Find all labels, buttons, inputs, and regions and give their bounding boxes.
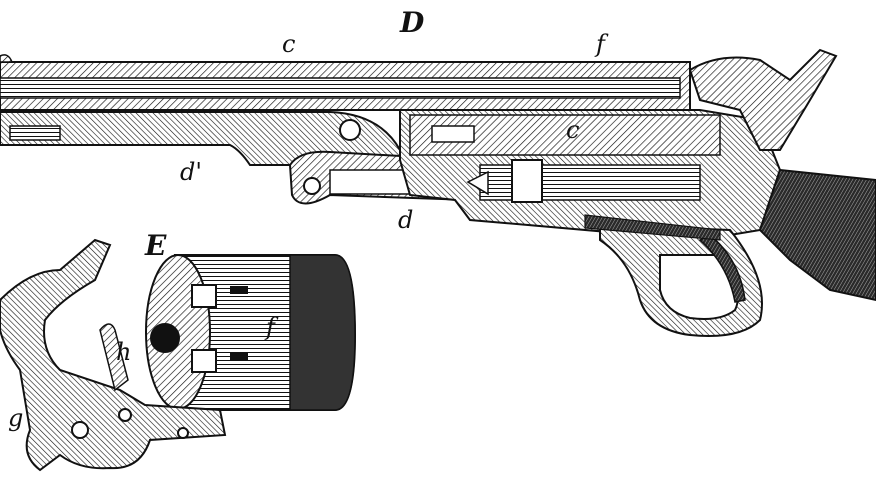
label-f-top: f bbox=[594, 30, 609, 58]
nipple-mark-2 bbox=[230, 352, 248, 360]
label-g: g bbox=[8, 404, 23, 432]
label-d: d bbox=[398, 206, 413, 234]
hammer-detail bbox=[0, 238, 227, 472]
lock-screw-3 bbox=[177, 427, 189, 439]
lock-detail bbox=[0, 238, 227, 472]
front-sight bbox=[0, 54, 14, 63]
rammer-spring bbox=[9, 125, 61, 141]
lock-screw-1 bbox=[71, 421, 89, 439]
cylinder-detail bbox=[145, 254, 357, 411]
cylinder-shade bbox=[289, 254, 356, 411]
hand-pawl bbox=[99, 323, 129, 392]
label-d-prime: d' bbox=[180, 158, 202, 186]
label-E: E bbox=[144, 229, 167, 262]
label-D: D bbox=[399, 6, 425, 39]
hammer bbox=[688, 48, 838, 151]
label-c-inner: c bbox=[566, 116, 579, 144]
mainspring bbox=[584, 214, 721, 241]
nipple-bottom bbox=[191, 349, 217, 373]
trigger bbox=[698, 234, 746, 303]
lock-screw-2 bbox=[118, 408, 132, 422]
cylinder-center bbox=[150, 323, 180, 353]
label-h: h bbox=[116, 338, 131, 366]
bullet bbox=[511, 159, 543, 203]
bullet-tip bbox=[466, 170, 489, 196]
cylinder-slot bbox=[431, 125, 475, 143]
lever-screw bbox=[303, 177, 321, 195]
grip bbox=[758, 168, 876, 302]
cylinder-section bbox=[409, 114, 721, 156]
barrel-bore bbox=[0, 77, 681, 99]
lever-pivot bbox=[339, 119, 361, 141]
revolver-section bbox=[0, 48, 876, 337]
nipple-mark-1 bbox=[230, 286, 248, 294]
nipple-top bbox=[191, 284, 217, 308]
label-c-top: c bbox=[282, 30, 295, 58]
